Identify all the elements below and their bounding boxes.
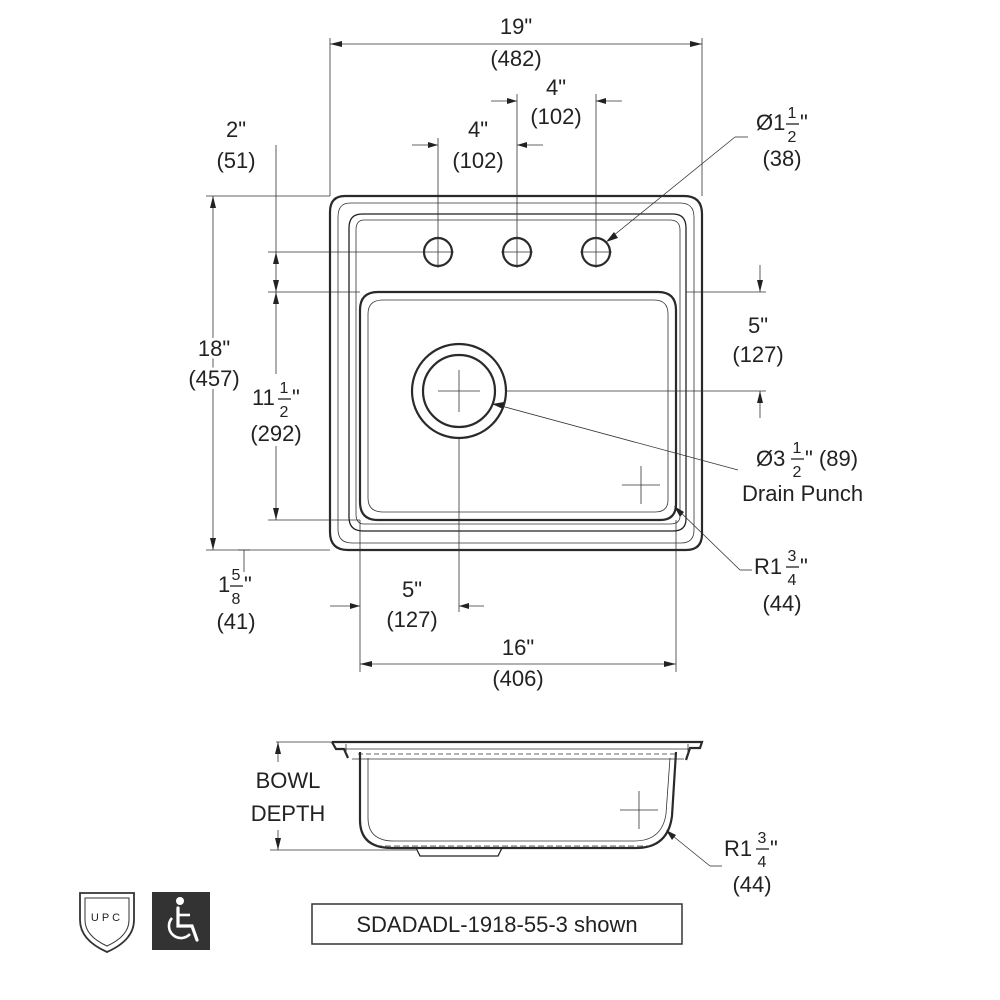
drain-offset-y-mm: (127): [732, 342, 783, 367]
bowl-width-mm: (406): [492, 666, 543, 691]
corner-radius-num: 3: [788, 548, 797, 565]
bowl-length-prefix: 11: [252, 385, 275, 410]
model-caption-box: SDADADL-1918-55-3 shown: [311, 903, 683, 945]
drain-diameter-den: 2: [793, 464, 802, 481]
hole-diameter-mm: (38): [762, 146, 801, 171]
plan-view: [328, 194, 704, 552]
hole-diameter-den: 2: [788, 129, 797, 146]
bowl-width-in: 16": [502, 635, 534, 660]
drain-offset-x-in: 5": [402, 577, 422, 602]
corner-radius-prefix: R1: [754, 554, 782, 579]
wheelchair-icon: [152, 892, 210, 950]
section-radius-suffix: ": [770, 836, 778, 861]
faucet-hole-left: [422, 236, 454, 268]
faucet-hole-center: [501, 236, 533, 268]
top-offset-mm: (51): [216, 148, 255, 173]
dimension-lines: [206, 38, 766, 672]
bowl-depth-label-1: BOWL: [256, 768, 321, 793]
overall-length-in: 18": [198, 336, 230, 361]
hole-diameter-suffix: ": [800, 110, 808, 135]
drain-diameter-prefix: Ø3: [756, 446, 785, 471]
hole-spacing-a-mm: (102): [452, 148, 503, 173]
bottom-offset-mm: (41): [216, 609, 255, 634]
bowl-depth-label-2: DEPTH: [251, 801, 326, 826]
section-radius-den: 4: [758, 854, 767, 871]
radius-center-mark: [622, 466, 660, 504]
section-view: BOWL DEPTH R1 3 4 " (44): [251, 740, 778, 897]
section-radius-mm: (44): [732, 872, 771, 897]
overall-width-mm: (482): [490, 46, 541, 71]
section-radius-prefix: R1: [724, 836, 752, 861]
corner-radius-suffix: ": [800, 554, 808, 579]
bowl-length-suffix: ": [292, 385, 300, 410]
bottom-offset-prefix: 1: [218, 572, 230, 597]
bowl-length-den: 2: [280, 404, 289, 421]
hole-spacing-b-in: 4": [546, 75, 566, 100]
drain-punch-label: Drain Punch: [742, 481, 863, 506]
hole-spacing-a-in: 4": [468, 117, 488, 142]
overall-width-in: 19": [500, 14, 532, 39]
bowl-length-num: 1: [280, 380, 289, 397]
bottom-offset-suffix: ": [244, 572, 252, 597]
drain-diameter-suffix: " (89): [805, 446, 858, 471]
bottom-offset-den: 8: [232, 591, 241, 608]
bottom-offset-num: 5: [232, 567, 241, 584]
overall-length-mm: (457): [188, 366, 239, 391]
model-caption: SDADADL-1918-55-3 shown: [356, 912, 637, 937]
dimension-labels: 19" (482) 4" (102) 4" (102) Ø1 1 2 " (38…: [185, 14, 863, 691]
hole-spacing-b-mm: (102): [530, 104, 581, 129]
hole-diameter-prefix: Ø1: [756, 110, 785, 135]
hole-diameter-num: 1: [788, 105, 797, 122]
corner-radius-mm: (44): [762, 591, 801, 616]
drain-punch: [410, 342, 508, 440]
drain-diameter-num: 1: [793, 440, 802, 457]
upc-badge-text: UPC: [91, 912, 123, 924]
upc-badge: UPC: [79, 892, 135, 953]
bowl-length-mm: (292): [250, 421, 301, 446]
section-radius-num: 3: [758, 830, 767, 847]
corner-radius-den: 4: [788, 572, 797, 589]
top-offset-in: 2": [226, 117, 246, 142]
drain-offset-y-in: 5": [748, 313, 768, 338]
drain-offset-x-mm: (127): [386, 607, 437, 632]
